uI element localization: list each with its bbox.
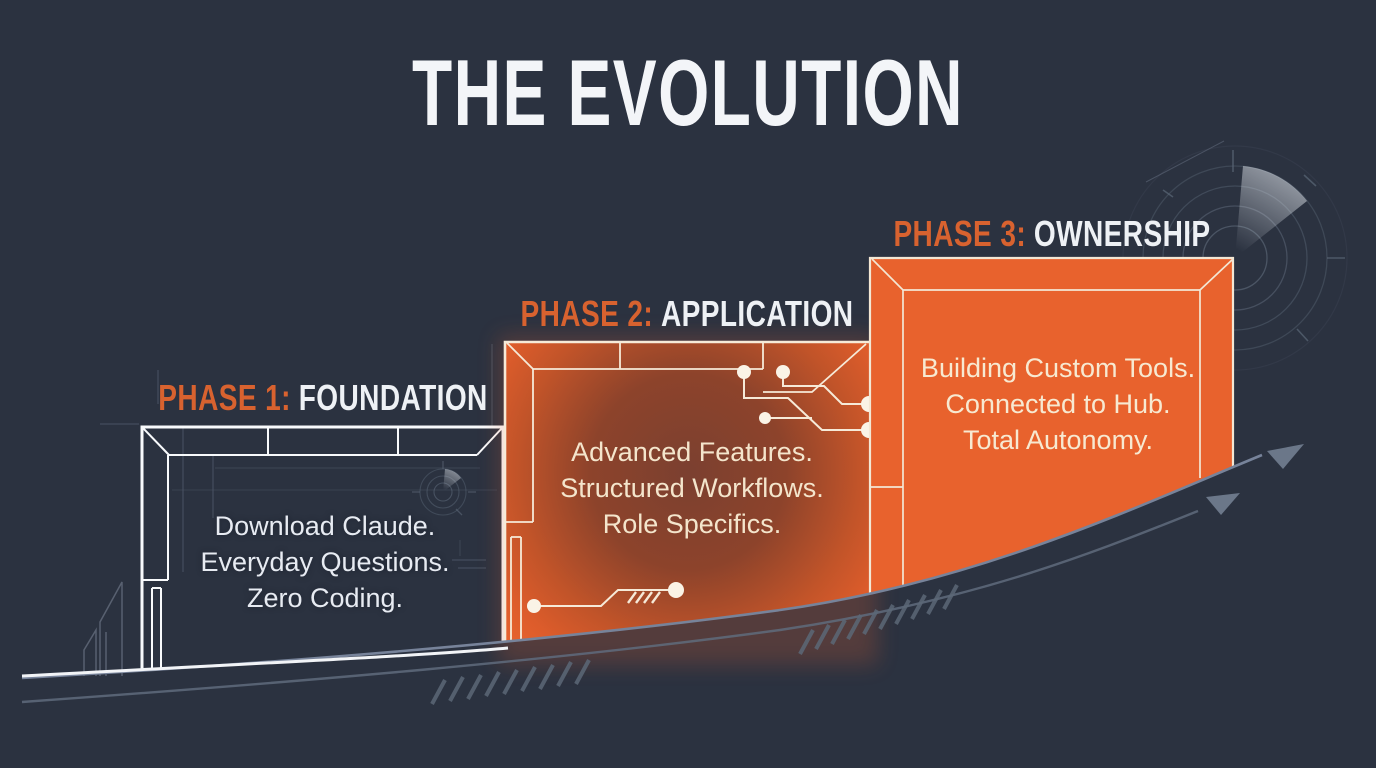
phase-2-label-prefix: PHASE 2: [520, 293, 654, 334]
page-title: THE EVOLUTION [412, 40, 964, 145]
phase-3-label-prefix: PHASE 3: [893, 213, 1027, 254]
phase-1-label: PHASE 1: FOUNDATION [158, 380, 487, 416]
radar-sweep [1235, 166, 1307, 258]
arrow-icon [1206, 493, 1240, 515]
growth-arrow [21, 444, 1304, 680]
radar-icon [1122, 145, 1348, 371]
circuit-hatch [627, 591, 661, 604]
phase-1-line-3: Zero Coding. [246, 583, 404, 614]
phase-1-line-2: Everyday Questions. [200, 547, 450, 578]
blueprint-guides [100, 140, 1225, 572]
phase-2-line-3: Role Specifics. [602, 509, 782, 540]
phase-3-label-name: OWNERSHIP [1033, 213, 1211, 254]
phase-1-label-prefix: PHASE 1: [158, 377, 291, 418]
phase-3-line-2: Connected to Hub. [945, 389, 1171, 420]
phase-2-line-2: Structured Workflows. [560, 473, 824, 504]
arrow-icon [1267, 444, 1304, 469]
radar-icon-small [412, 461, 476, 516]
phase-2-label: PHASE 2: APPLICATION [521, 296, 854, 332]
phase-1-line-1: Download Claude. [214, 511, 436, 541]
hatch-marks [430, 584, 959, 705]
phase-2-description: Advanced Features. Structured Workflows.… [560, 434, 824, 543]
phase-3-line-1: Building Custom Tools. [920, 353, 1196, 383]
growth-arrow-secondary [21, 493, 1240, 704]
phase-1-description: Download Claude. Everyday Questions. Zer… [200, 508, 449, 617]
phase-1-label-name: FOUNDATION [298, 377, 488, 418]
phase-3-line-3: Total Autonomy. [962, 425, 1154, 456]
building-outlines [83, 581, 123, 676]
phase-3-label: PHASE 3: OWNERSHIP [893, 216, 1210, 252]
phase-2-line-1: Advanced Features. [571, 437, 813, 467]
phase-2-label-name: APPLICATION [660, 293, 854, 334]
phase-3-description: Building Custom Tools. Connected to Hub.… [921, 350, 1195, 459]
